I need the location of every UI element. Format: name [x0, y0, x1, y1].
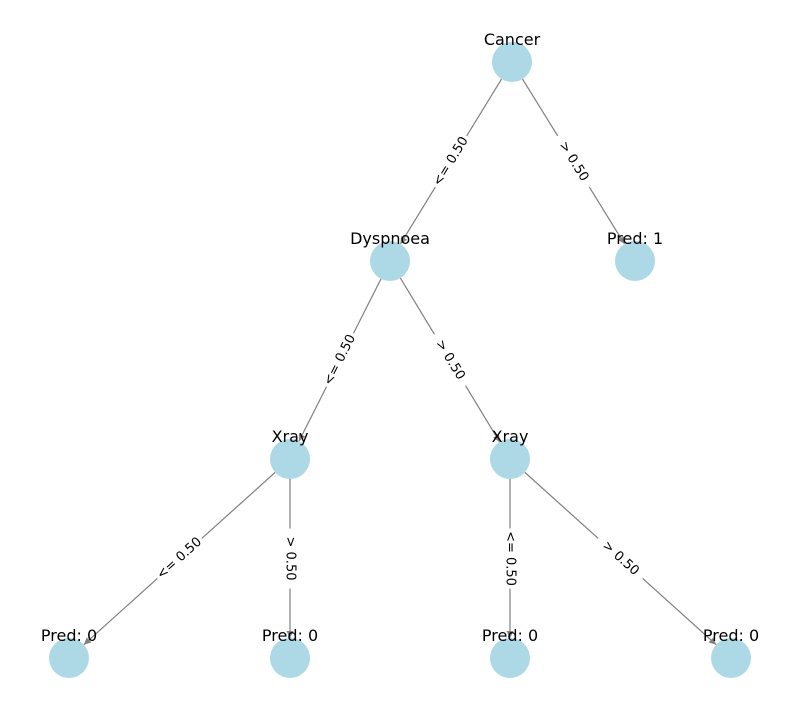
edge-label: <= 0.50	[503, 531, 518, 586]
edge-label-background	[151, 531, 208, 586]
edge-label-background	[318, 329, 362, 391]
edge-label: > 0.50	[283, 537, 298, 581]
tree-node-n5	[49, 638, 89, 678]
edge-label-group: > 0.50	[592, 531, 649, 586]
node-label: Xray	[272, 427, 309, 446]
edge-arrowhead	[299, 433, 306, 442]
edge-label-background	[550, 131, 597, 192]
node-label: Dyspnoea	[350, 229, 430, 248]
edge-label-group: <= 0.50	[427, 131, 475, 192]
edge-arrowhead	[400, 236, 408, 244]
node-label: Cancer	[484, 30, 541, 49]
edge-label: > 0.50	[599, 538, 642, 579]
node-label: Pred: 0	[703, 626, 759, 645]
tree-node-n1	[370, 241, 410, 281]
edge-label-background	[427, 131, 475, 192]
edge-arrowhead	[708, 637, 717, 645]
edge-arrowhead	[83, 637, 92, 645]
tree-node-n8	[711, 638, 751, 678]
edge-arrowhead	[286, 631, 294, 638]
edge-label-group: <= 0.50	[151, 531, 208, 586]
edge-label-background	[592, 531, 649, 586]
tree-node-n4	[490, 439, 530, 479]
node-label: Pred: 0	[262, 626, 318, 645]
tree-node-n3	[270, 439, 310, 479]
edge-arrowhead	[617, 236, 625, 244]
tree-node-n0	[492, 42, 532, 82]
edge-label-group: > 0.50	[426, 329, 474, 391]
edge-label-group: <= 0.50	[318, 329, 362, 391]
edge-label-background	[501, 528, 519, 589]
edge-label: <= 0.50	[430, 134, 471, 189]
node-label: Pred: 1	[607, 229, 663, 248]
node-label: Pred: 0	[41, 626, 97, 645]
nodes-layer	[49, 42, 751, 678]
edge-labels-layer: <= 0.50 > 0.50 <= 0.50 > 0.50 <= 0.50 > 0.50 <…	[151, 131, 649, 589]
edge-label-background	[281, 528, 299, 589]
edge-arrowhead	[506, 631, 514, 638]
edge-label-group: > 0.50	[281, 528, 299, 589]
edge-arrowhead	[493, 434, 500, 442]
edge-label: <= 0.50	[154, 535, 205, 583]
edge-label-background	[426, 329, 474, 391]
tree-node-n6	[270, 638, 310, 678]
node-label: Pred: 0	[482, 626, 538, 645]
tree-node-n2	[615, 241, 655, 281]
edge-label-group: <= 0.50	[501, 528, 519, 589]
tree-node-n7	[490, 638, 530, 678]
node-label: Xray	[492, 427, 529, 446]
edge-label-group: > 0.50	[550, 131, 597, 192]
